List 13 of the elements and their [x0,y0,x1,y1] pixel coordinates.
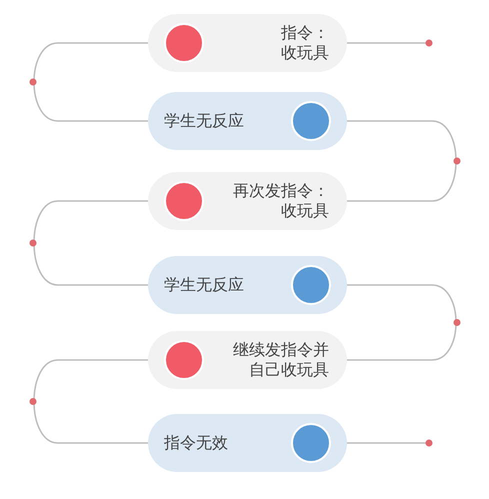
step-text: 再次发指令：收玩具 [233,181,329,221]
connector-line [33,359,148,444]
connector-line [347,442,428,444]
step-text: 学生无反应 [164,275,245,295]
step-text: 继续发指令并自己收玩具 [233,340,329,380]
connector-line [347,42,428,44]
connector-line [33,42,148,122]
step-text: 指令：收玩具 [281,23,329,63]
step-text: 学生无反应 [164,111,245,131]
connector-line [33,200,148,286]
connector-line [347,120,457,202]
connector-line [347,284,457,361]
step-text: 指令无效 [164,433,229,453]
